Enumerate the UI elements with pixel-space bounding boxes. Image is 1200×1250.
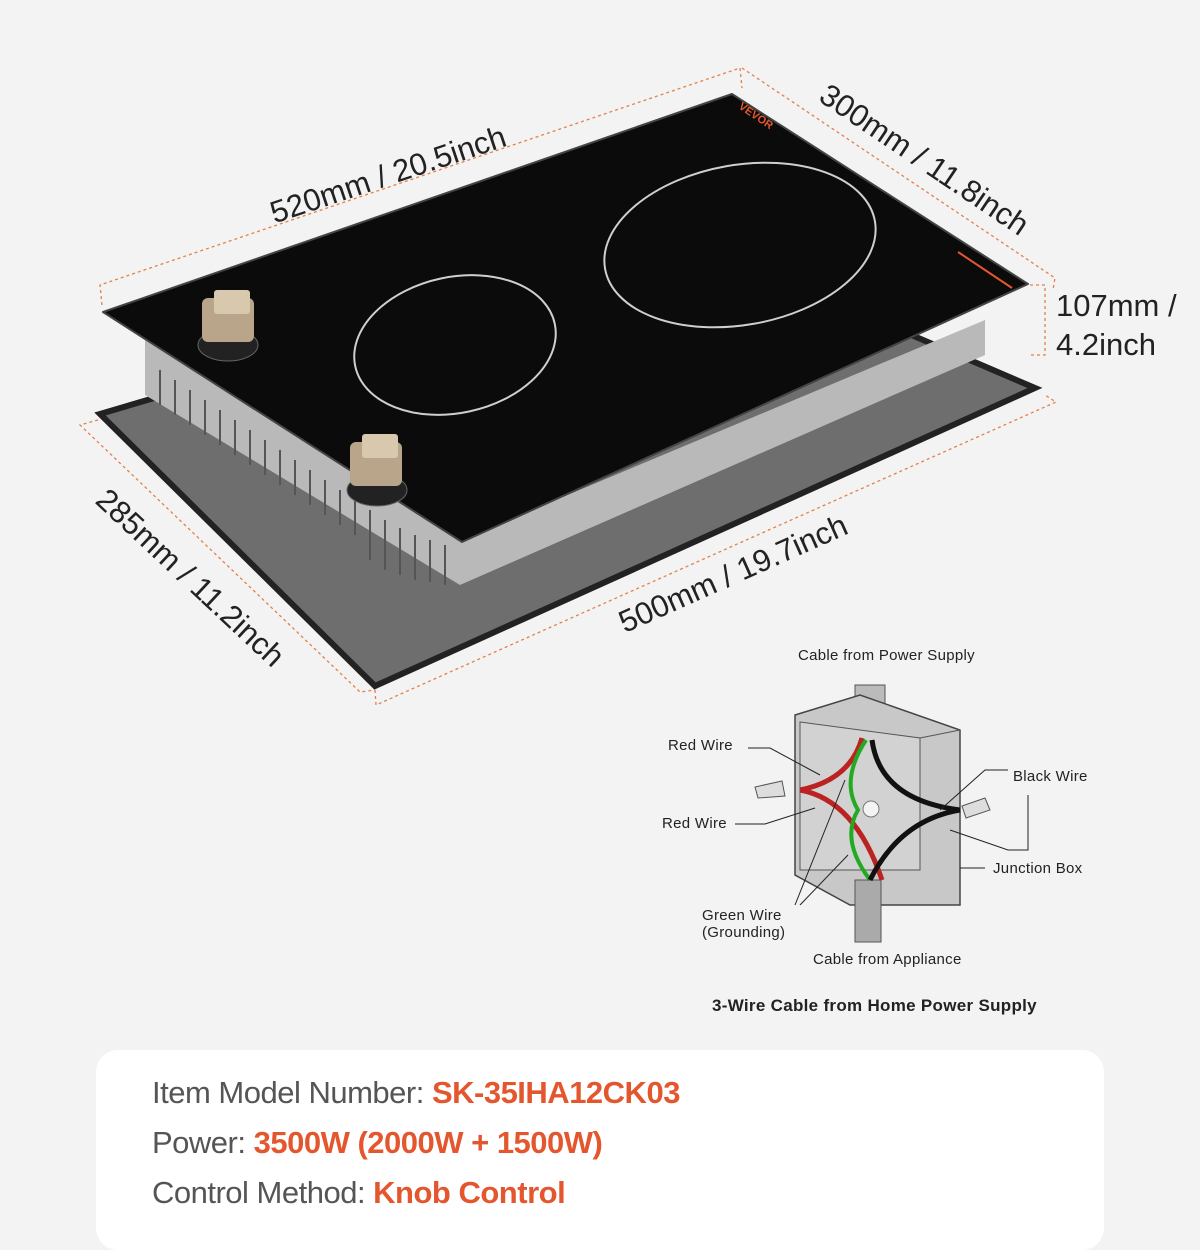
dim-label-height-1: 107mm / — [1056, 288, 1177, 323]
label-cable-top: Cable from Power Supply — [798, 647, 975, 664]
label-cable-bottom: Cable from Appliance — [813, 951, 962, 968]
dim-line-107 — [1030, 284, 1046, 356]
dim-label-height-2: 4.2inch — [1056, 327, 1156, 362]
dim-line-285 — [78, 419, 376, 693]
spec-card: Item Model Number: SK-35IHA12CK03 Power:… — [96, 1050, 1104, 1250]
knob-top[interactable] — [197, 290, 259, 362]
cooktop-illustration: VEVOR — [78, 67, 1058, 943]
label-black-wire: Black Wire — [1013, 768, 1088, 785]
glass-top — [102, 93, 1029, 543]
power-value: 3500W (2000W + 1500W) — [253, 1125, 603, 1160]
knob-bottom[interactable] — [346, 434, 408, 507]
label-red-wire-1: Red Wire — [668, 737, 733, 754]
wiring-title: 3-Wire Cable from Home Power Supply — [712, 996, 1037, 1015]
burner-small — [353, 274, 557, 416]
label-green-wire: Green Wire — [702, 907, 782, 924]
junction-box-diagram — [735, 684, 1029, 943]
dim-line-500 — [374, 394, 1058, 706]
label-red-wire-2: Red Wire — [662, 815, 727, 832]
spec-control: Control Method: Knob Control — [152, 1175, 566, 1210]
dim-line-300 — [741, 67, 1056, 291]
control-value: Knob Control — [373, 1175, 566, 1210]
spec-model: Item Model Number: SK-35IHA12CK03 — [152, 1075, 681, 1110]
model-number: SK-35IHA12CK03 — [431, 1075, 681, 1110]
spec-power: Power: 3500W (2000W + 1500W) — [152, 1125, 603, 1160]
label-grounding: (Grounding) — [702, 924, 786, 941]
label-junction-box: Junction Box — [993, 860, 1083, 877]
burner-large — [603, 161, 877, 329]
